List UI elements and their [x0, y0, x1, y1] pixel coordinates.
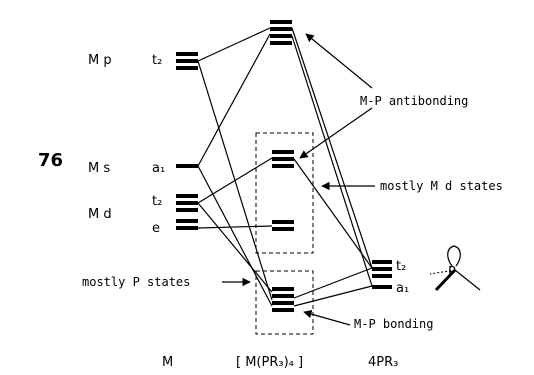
- bonding-label: M-P bonding: [354, 317, 433, 331]
- complex-md-levels: [272, 150, 294, 231]
- metal-d-levels: [176, 194, 198, 230]
- correlation-lines: [197, 27, 373, 307]
- antibonding-arrow-mid: [299, 107, 373, 159]
- bonding-arrow: [303, 310, 351, 326]
- ligand-a1: a₁: [396, 281, 409, 296]
- metal-p-levels: [176, 52, 198, 70]
- metal-d-t2: t₂: [152, 194, 162, 209]
- metal-s-label: M s: [88, 161, 110, 176]
- metal-s-symmetry: a₁: [152, 161, 165, 176]
- mostly-md-label: mostly M d states: [380, 179, 503, 193]
- mostly-p-box: [255, 270, 314, 335]
- complex-bonding-levels: [272, 287, 294, 312]
- complex-antibonding-levels: [270, 20, 292, 45]
- phosphine-sketch: [429, 245, 481, 292]
- phosphorus-label: P: [448, 265, 456, 280]
- antibonding-arrow-top: [305, 33, 373, 89]
- metal-d-e: e: [152, 221, 160, 236]
- ligand-t2: t₂: [396, 259, 406, 274]
- antibonding-label: M-P antibonding: [360, 94, 468, 108]
- mostly-p-label: mostly P states: [82, 275, 190, 289]
- figure-number: 76: [38, 150, 63, 171]
- column-metal: M: [162, 355, 173, 370]
- column-ligands: 4PR₃: [368, 355, 398, 370]
- ligand-levels: [372, 260, 392, 289]
- column-complex: [ M(PR₃)₄ ]: [236, 355, 303, 370]
- mostly-md-box: [255, 132, 314, 254]
- metal-p-label: M p: [88, 53, 112, 68]
- metal-d-label: M d: [88, 207, 112, 222]
- metal-p-symmetry: t₂: [152, 53, 162, 68]
